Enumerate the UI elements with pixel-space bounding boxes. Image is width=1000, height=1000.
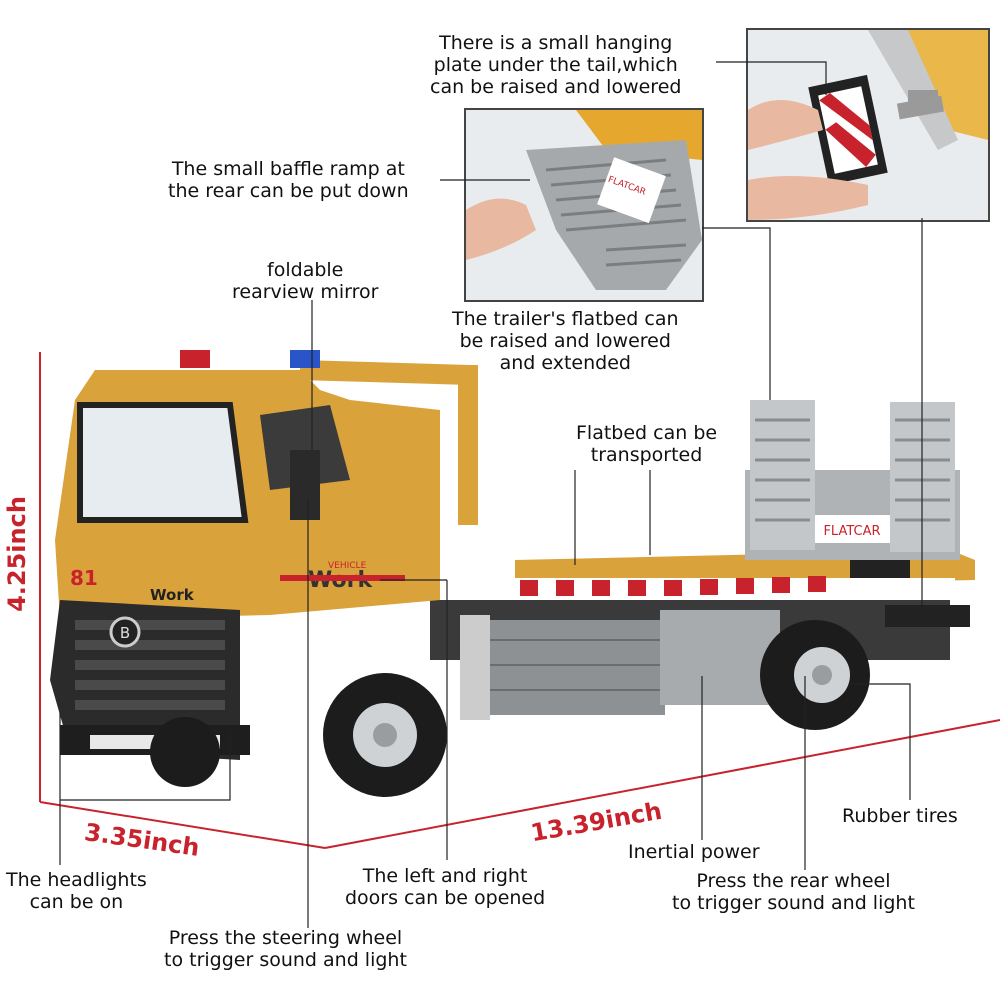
cab-brand-text: Work (150, 586, 195, 604)
callout-mirror: foldable rearview mirror (232, 259, 379, 303)
callout-hanging-plate: There is a small hanging plate under the… (430, 32, 682, 98)
callout-steering: Press the steering wheel to trigger soun… (164, 927, 407, 971)
ramp-closeup-drawing: FLATCAR (466, 110, 702, 300)
callout-flatbed-raise: The trailer's flatbed can be raised and … (452, 308, 679, 374)
callout-baffle-ramp: The small baffle ramp at the rear can be… (168, 158, 409, 202)
truck-number: 81 (70, 566, 98, 590)
vehicle-text: VEHICLE (328, 561, 367, 571)
rear-wheel (760, 620, 870, 730)
height-dimension: 4.25inch (3, 496, 31, 612)
front-wheel (323, 673, 447, 797)
flatcar-label: FLATCAR (823, 524, 880, 539)
rear-mud-wheel (150, 717, 220, 787)
callout-inertial: Inertial power (628, 841, 760, 863)
ramp-closeup-photo: FLATCAR (464, 108, 704, 302)
callout-rubber-tires: Rubber tires (842, 805, 958, 827)
callout-flatbed-transport: Flatbed can be transported (576, 422, 718, 466)
grille-badge: B (120, 624, 130, 642)
callout-doors: The left and right doors can be opened (345, 865, 546, 909)
callout-rear-wheel: Press the rear wheel to trigger sound an… (672, 870, 915, 914)
dimension-lines (39, 352, 1000, 849)
leader-lines (59, 61, 923, 928)
callout-headlights: The headlights can be on (6, 869, 147, 913)
